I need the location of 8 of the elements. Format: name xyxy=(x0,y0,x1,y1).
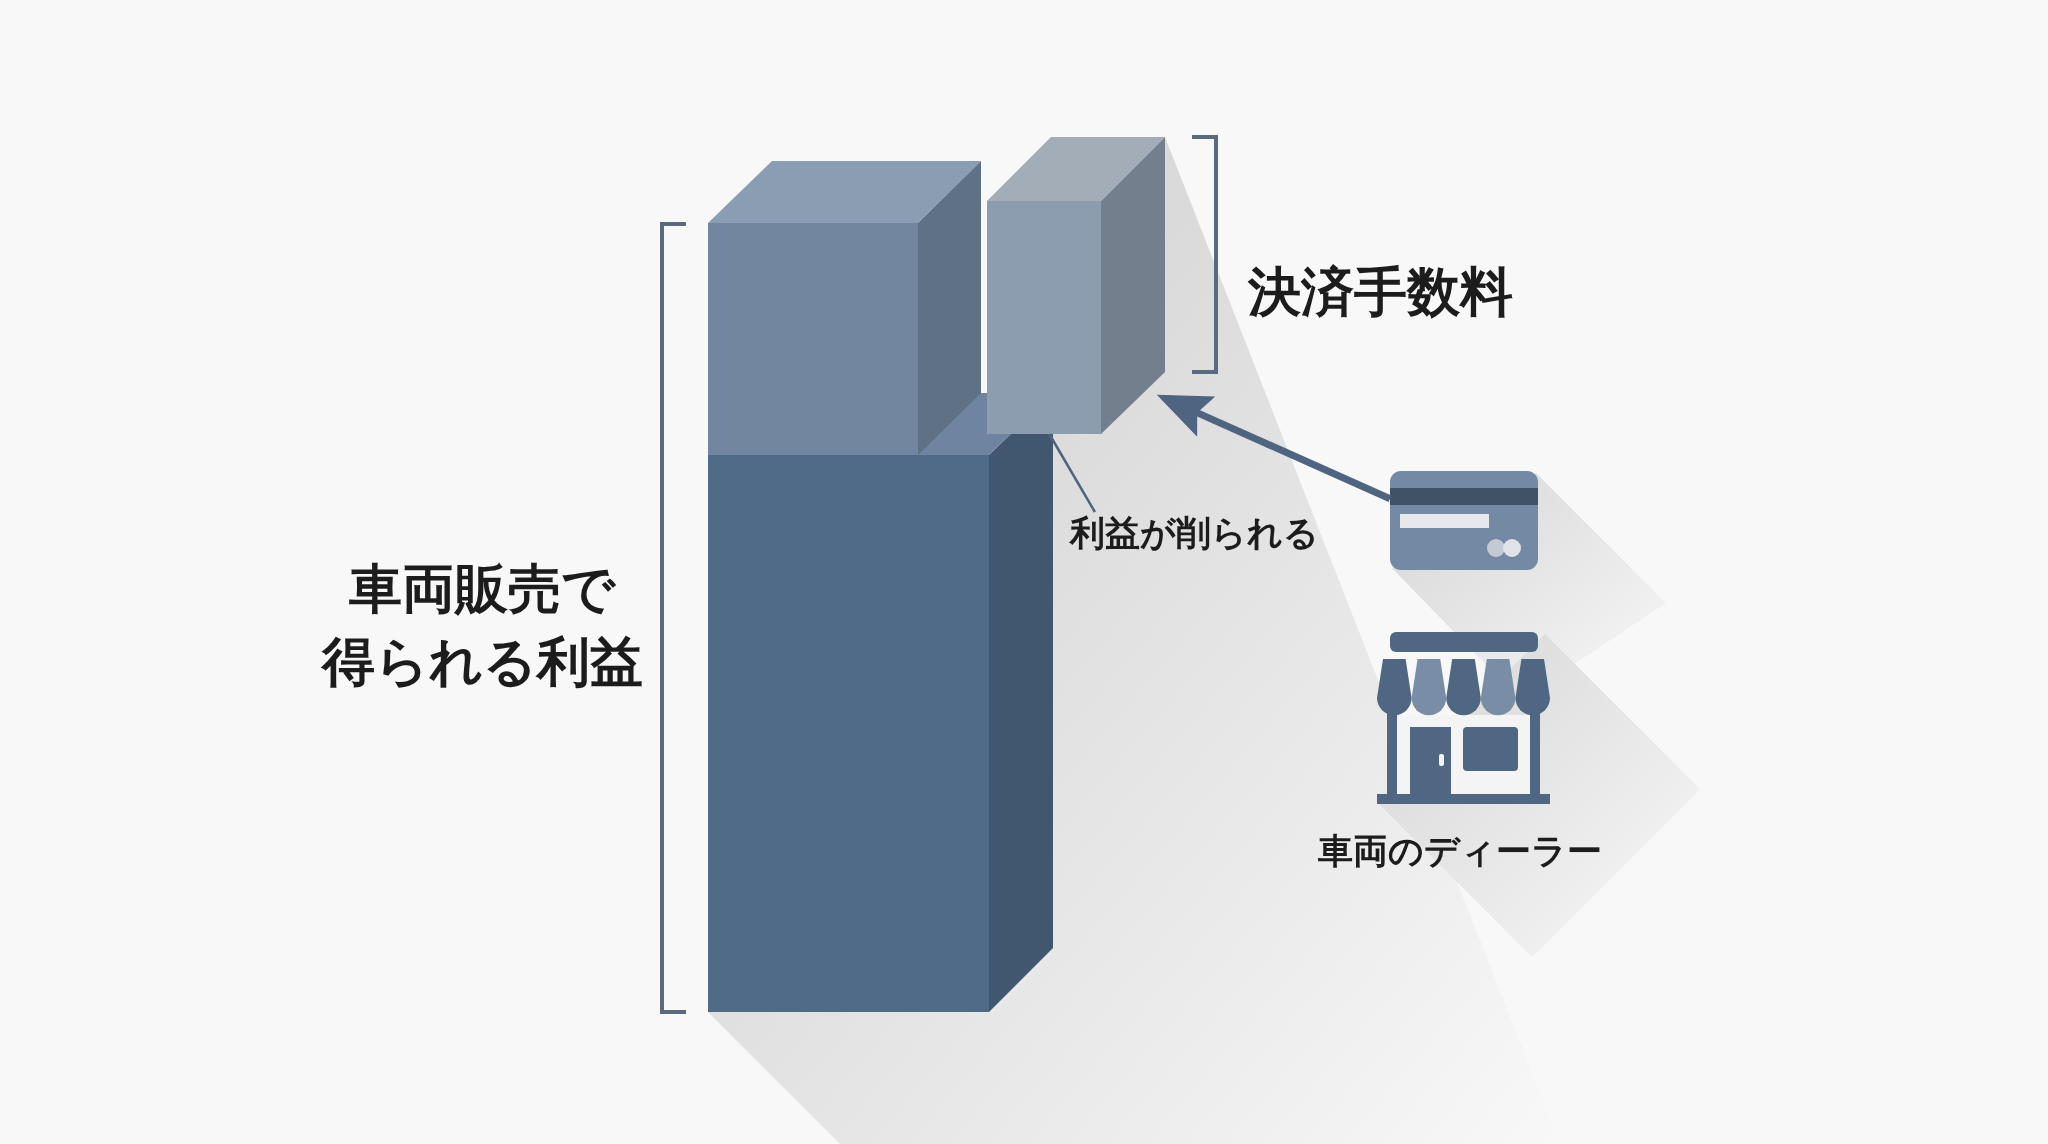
leader-line xyxy=(1048,433,1096,513)
bracket-label: 決済手数料 xyxy=(1248,260,1513,324)
icon-caption: 車両のディーラー xyxy=(1318,830,1602,873)
annotation-text: 利益が削られる xyxy=(1070,512,1319,556)
arrow xyxy=(1156,394,1392,502)
fee-block xyxy=(987,137,1165,434)
credit-card-icon xyxy=(1390,471,1538,570)
bracket-label: 車両販売で得られる利益 xyxy=(320,557,644,695)
